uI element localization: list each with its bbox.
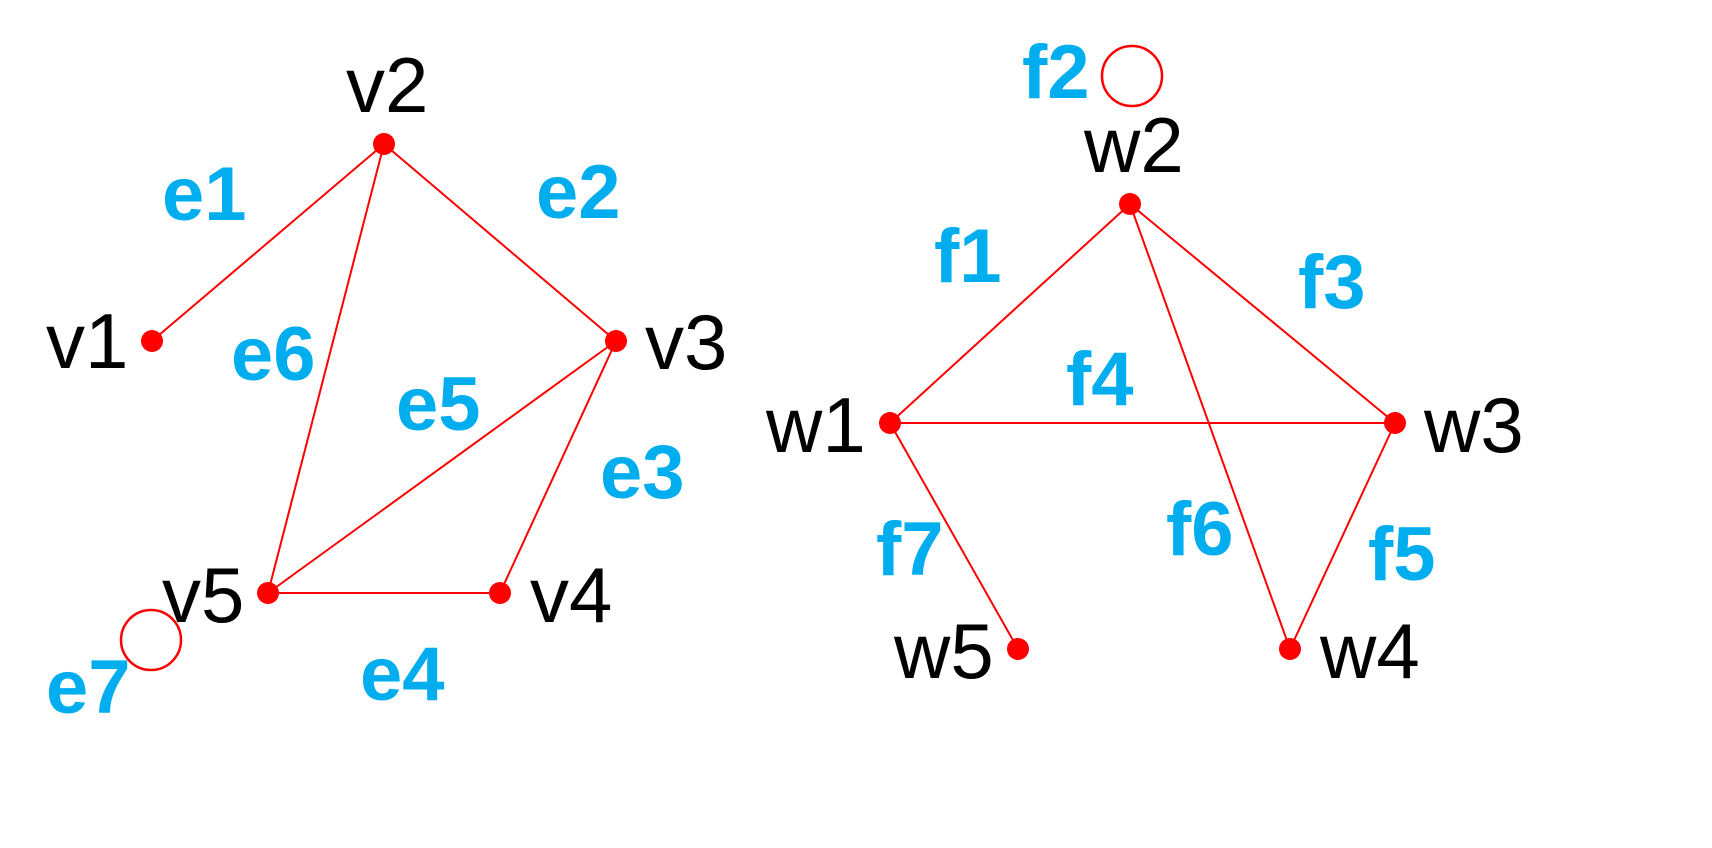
edge-e5-label: e5 <box>396 362 481 447</box>
vertex-w5-label: w5 <box>893 607 994 695</box>
vertex-w1-node <box>879 412 901 434</box>
edge-e7-label: e7 <box>46 645 131 730</box>
edge-f6-line <box>1129 203 1291 650</box>
vertex-v1-node <box>141 330 163 352</box>
edge-e6-line <box>267 143 385 594</box>
vertex-v2-node <box>373 133 395 155</box>
edge-f3-label: f3 <box>1298 240 1366 325</box>
vertex-v4-label: v4 <box>530 551 612 639</box>
vertex-v1-label: v1 <box>46 297 128 385</box>
edge-e3-line <box>499 340 617 594</box>
edge-e1-label: e1 <box>162 152 247 237</box>
vertex-v3-label: v3 <box>645 298 727 386</box>
vertex-w2-label: w2 <box>1083 101 1184 189</box>
edge-f6-label: f6 <box>1166 487 1234 572</box>
edge-f5-label: f5 <box>1368 512 1436 597</box>
vertex-w1-label: w1 <box>765 381 866 469</box>
edge-f1-label: f1 <box>934 214 1002 299</box>
edge-f3-line <box>1129 203 1396 424</box>
vertex-v5-label: v5 <box>162 551 244 639</box>
vertex-v2-label: v2 <box>346 41 428 129</box>
vertex-v4-node <box>489 582 511 604</box>
edge-e2-label: e2 <box>536 150 621 235</box>
vertex-v3-node <box>605 330 627 352</box>
edge-e1-line <box>151 143 385 342</box>
graph-left: v1 v2 v3 v4 v5 e1 e2 e3 e4 e5 e6 e7 <box>46 41 727 730</box>
edge-f7-label: f7 <box>876 507 944 592</box>
vertex-w4-label: w4 <box>1319 607 1420 695</box>
edge-e3-label: e3 <box>600 430 685 515</box>
vertex-w3-node <box>1384 412 1406 434</box>
vertex-w4-node <box>1279 638 1301 660</box>
edge-f1-line <box>889 203 1131 424</box>
edge-f4-label: f4 <box>1066 337 1134 422</box>
edge-f2-label: f2 <box>1022 30 1090 115</box>
edge-f5-line <box>1289 422 1396 650</box>
vertex-v5-node <box>257 582 279 604</box>
vertex-w5-node <box>1007 638 1029 660</box>
edge-f2-loop <box>1100 44 1164 108</box>
graph-right: w1 w2 w3 w4 w5 f1 f2 f3 f4 f5 f6 f7 <box>765 30 1524 695</box>
vertex-w3-label: w3 <box>1423 381 1524 469</box>
vertex-w2-node <box>1119 193 1141 215</box>
edge-e2-line <box>383 143 617 342</box>
edge-f7-line <box>889 422 1019 650</box>
edge-e5-line <box>267 340 617 594</box>
edge-e7-loop <box>119 608 183 672</box>
edge-e4-label: e4 <box>360 632 445 717</box>
edge-e6-label: e6 <box>231 312 316 397</box>
